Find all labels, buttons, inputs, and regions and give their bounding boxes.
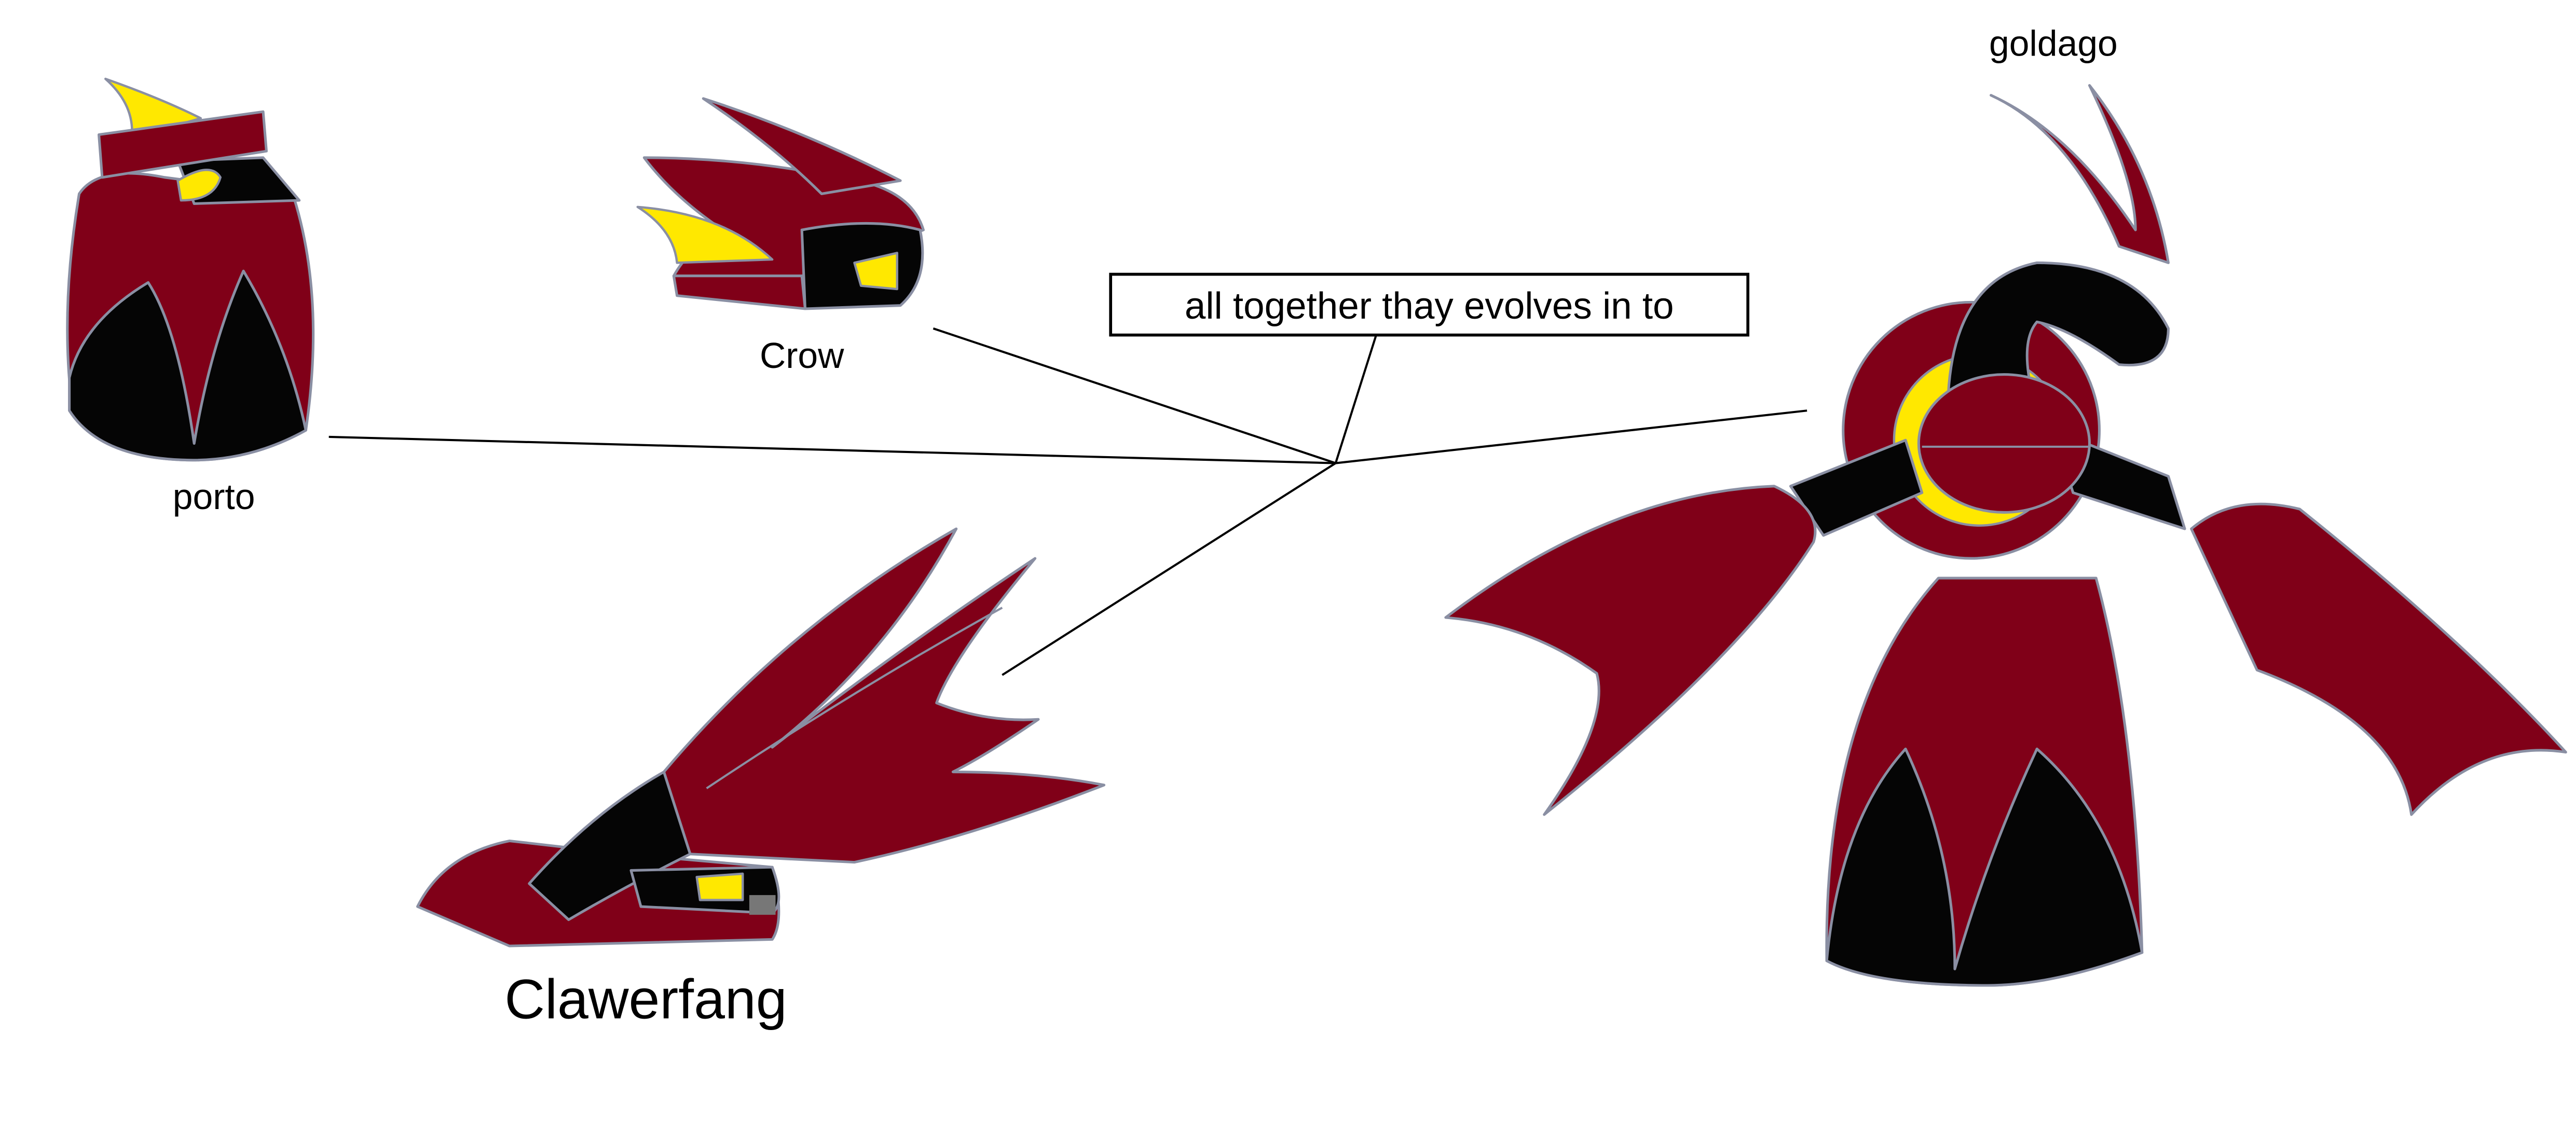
goldago-label: goldago (1989, 23, 2118, 64)
evolution-note-text: all together thay evolves in to (1185, 285, 1674, 327)
goldago-creature: goldago (1444, 23, 2567, 987)
line-goldago (1335, 409, 1807, 464)
connector-lines (328, 327, 1807, 676)
line-crow (933, 327, 1336, 464)
evolution-note-box: all together thay evolves in to (1109, 272, 1750, 337)
clawerfang-label: Clawerfang (504, 968, 787, 1030)
clawerfang-creature: Clawerfang (416, 527, 1106, 1030)
crow-label: Crow (760, 335, 844, 376)
porto-creature: porto (66, 77, 315, 517)
line-note (1334, 333, 1378, 464)
crow-creature: Crow (636, 97, 925, 376)
line-porto (328, 435, 1336, 464)
porto-label: porto (173, 476, 255, 517)
line-clawerfang (1002, 462, 1336, 676)
